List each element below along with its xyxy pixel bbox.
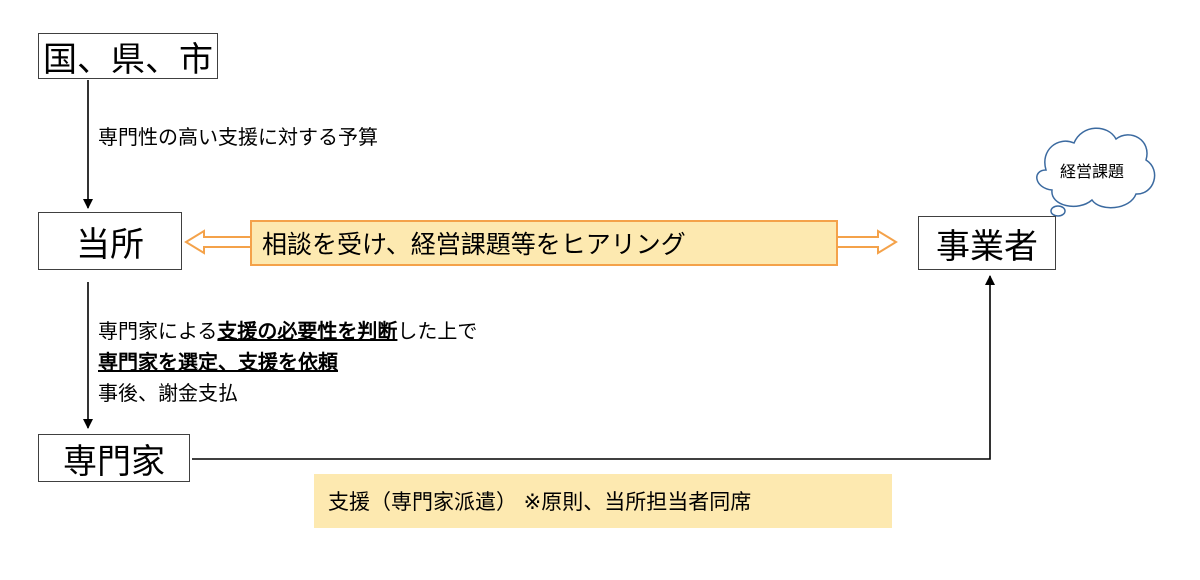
process-l1-b: 支援の必要性を判断 [217, 319, 398, 343]
process-line-2: 専門家を選定、支援を依頼 [98, 347, 477, 378]
banner-dispatch-text: 支援（専門家派遣） ※原則、当所担当者同席 [328, 490, 752, 514]
node-expert: 専門家 [38, 434, 190, 482]
arrow-expert-to-business [192, 275, 995, 460]
banner-dispatch: 支援（専門家派遣） ※原則、当所担当者同席 [314, 474, 892, 528]
banner-hearing-text: 相談を受け、経営課題等をヒアリング [262, 230, 686, 259]
process-l1-c: した上で [397, 319, 478, 343]
process-l2: 専門家を選定、支援を依頼 [98, 350, 338, 374]
node-business: 事業者 [918, 216, 1056, 270]
label-budget: 専門性の高い支援に対する予算 [98, 125, 378, 149]
label-process: 専門家による支援の必要性を判断した上で 専門家を選定、支援を依頼 事後、謝金支払 [98, 316, 477, 409]
process-line-1: 専門家による支援の必要性を判断した上で [98, 316, 477, 347]
process-l1-a: 専門家による [98, 319, 218, 343]
banner-hearing: 相談を受け、経営課題等をヒアリング [250, 220, 838, 266]
node-gov: 国、県、市 [38, 33, 218, 80]
process-l3: 事後、謝金支払 [98, 381, 238, 405]
process-line-3: 事後、謝金支払 [98, 378, 477, 409]
node-office: 当所 [38, 212, 182, 270]
cloud-label: 経営課題 [1060, 162, 1125, 181]
